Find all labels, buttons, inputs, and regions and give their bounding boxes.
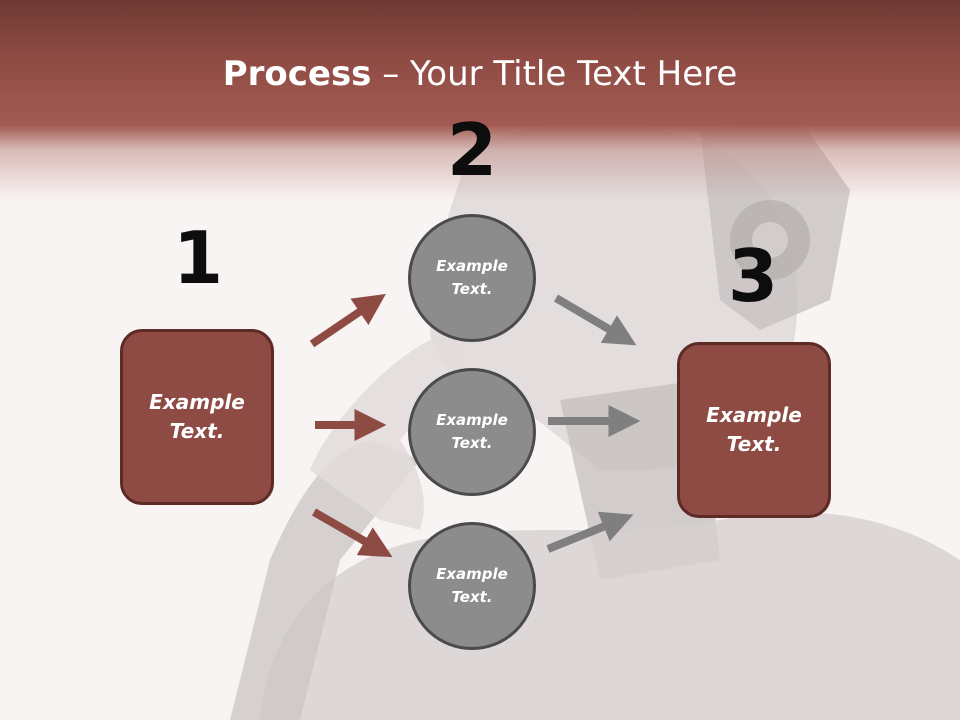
step-2-circle-middle[interactable]: Example Text. (408, 368, 536, 496)
step-2-circle-top[interactable]: Example Text. (408, 214, 536, 342)
title-banner (0, 0, 960, 200)
slide-title: Process – Your Title Text Here (0, 54, 960, 94)
title-bold: Process (222, 54, 372, 94)
step-3-text: Example Text. (706, 403, 802, 456)
step-1-box[interactable]: Example Text. (120, 329, 274, 505)
arrow-up-gray (546, 511, 634, 553)
step-number-1: 1 (172, 216, 224, 300)
step-number-2: 2 (446, 108, 498, 192)
arrow-up-red (309, 293, 386, 348)
step-2-circle-bottom[interactable]: Example Text. (408, 522, 536, 650)
circle-top-text: Example Text. (436, 257, 508, 298)
step-number-3: 3 (727, 234, 779, 318)
circle-bottom-text: Example Text. (436, 565, 508, 606)
step-1-text: Example Text. (149, 390, 245, 443)
title-rest: – Your Title Text Here (371, 54, 738, 94)
arrow-down-red (312, 508, 393, 558)
circle-middle-text: Example Text. (436, 411, 508, 452)
arrow-down-gray (553, 294, 637, 346)
step-3-box[interactable]: Example Text. (677, 342, 831, 518)
